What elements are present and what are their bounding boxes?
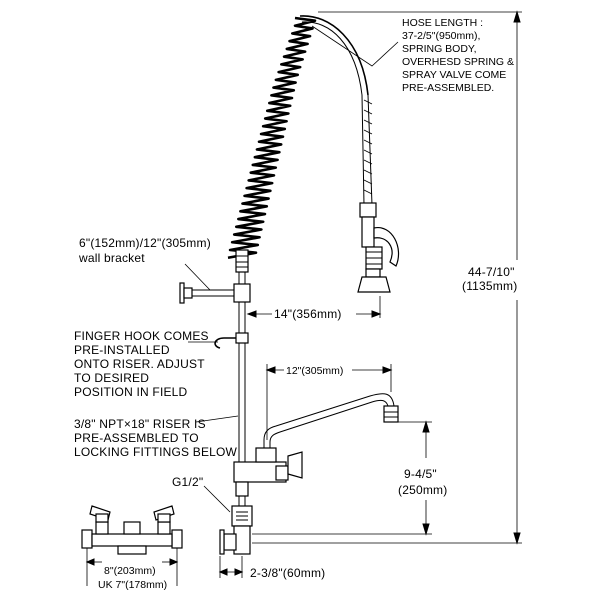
finger-hook-line-3: ONTO RISER. ADJUST [74, 357, 205, 371]
spout-height-inch: 9-4/5" [404, 467, 437, 481]
mixing-valve-body [233, 447, 303, 506]
flexible-hose [361, 94, 373, 206]
wall-bracket-label: wall bracket [78, 251, 145, 265]
total-height-inch: 44-7/10" [468, 265, 515, 279]
hose-length-line-1: HOSE LENGTH : [402, 17, 483, 29]
wall-inlet-fitting [219, 505, 253, 555]
hose-length-line-6: PRE-ASSEMBLED. [402, 82, 494, 94]
leader-lines [184, 25, 399, 513]
wall-bracket-size: 6"(152mm)/12"(305mm) [79, 236, 211, 250]
centers-uk-label: UK 7"(178mm) [98, 579, 167, 591]
offset-label: 2-3/8"(60mm) [250, 566, 325, 580]
finger-hook-line-5: POSITION IN FIELD [74, 385, 188, 399]
pre-rinse-spring-coil [227, 16, 317, 260]
finger-hook-line-4: TO DESIRED [74, 371, 149, 385]
dim-spout-height [252, 420, 432, 536]
dim-spray-reach [246, 296, 382, 318]
total-height-mm: (1135mm) [462, 279, 517, 293]
riser-pipe [235, 249, 249, 462]
spout-length-label: 12"(305mm) [286, 365, 343, 377]
hose-length-line-4: OVERHESD SPRING & [402, 56, 514, 68]
riser-line-3: LOCKING FITTINGS BELOW [74, 445, 238, 459]
finger-hook-line-1: FINGER HOOK COMES [74, 329, 209, 343]
wall-bracket [179, 282, 251, 304]
spray-valve [357, 202, 400, 293]
spout-height-mm: (250mm) [398, 483, 447, 497]
finger-hook [214, 332, 249, 349]
centers-label: 8"(203mm) [104, 565, 156, 577]
spring-coil-wire [227, 16, 317, 260]
mixing-valve-handle [287, 451, 303, 479]
dim-spout-length [265, 364, 393, 440]
finger-hook-line-2: PRE-INSTALLED [74, 343, 170, 357]
spray-reach-label: 14"(356mm) [274, 307, 342, 321]
hose-length-line-5: SPRAY VALVE COME [402, 69, 506, 81]
inlet-thread-label: G1/2" [172, 475, 203, 489]
dim-offset [218, 556, 244, 578]
hose-length-line-3: SPRING BODY, [402, 43, 477, 55]
overhead-hose-inner [301, 21, 363, 96]
riser-line-2: PRE-ASSEMBLED TO [74, 431, 199, 445]
overhead-hose [299, 15, 369, 96]
swing-spout [263, 393, 399, 452]
riser-line-1: 3/8" NPT×18" RISER IS [74, 417, 206, 431]
wall-mount-faucet [81, 505, 183, 555]
dim-total-height [252, 10, 522, 545]
dim-centers [85, 548, 179, 586]
hose-length-line-2: 37-2/5"(950mm), [402, 30, 480, 42]
